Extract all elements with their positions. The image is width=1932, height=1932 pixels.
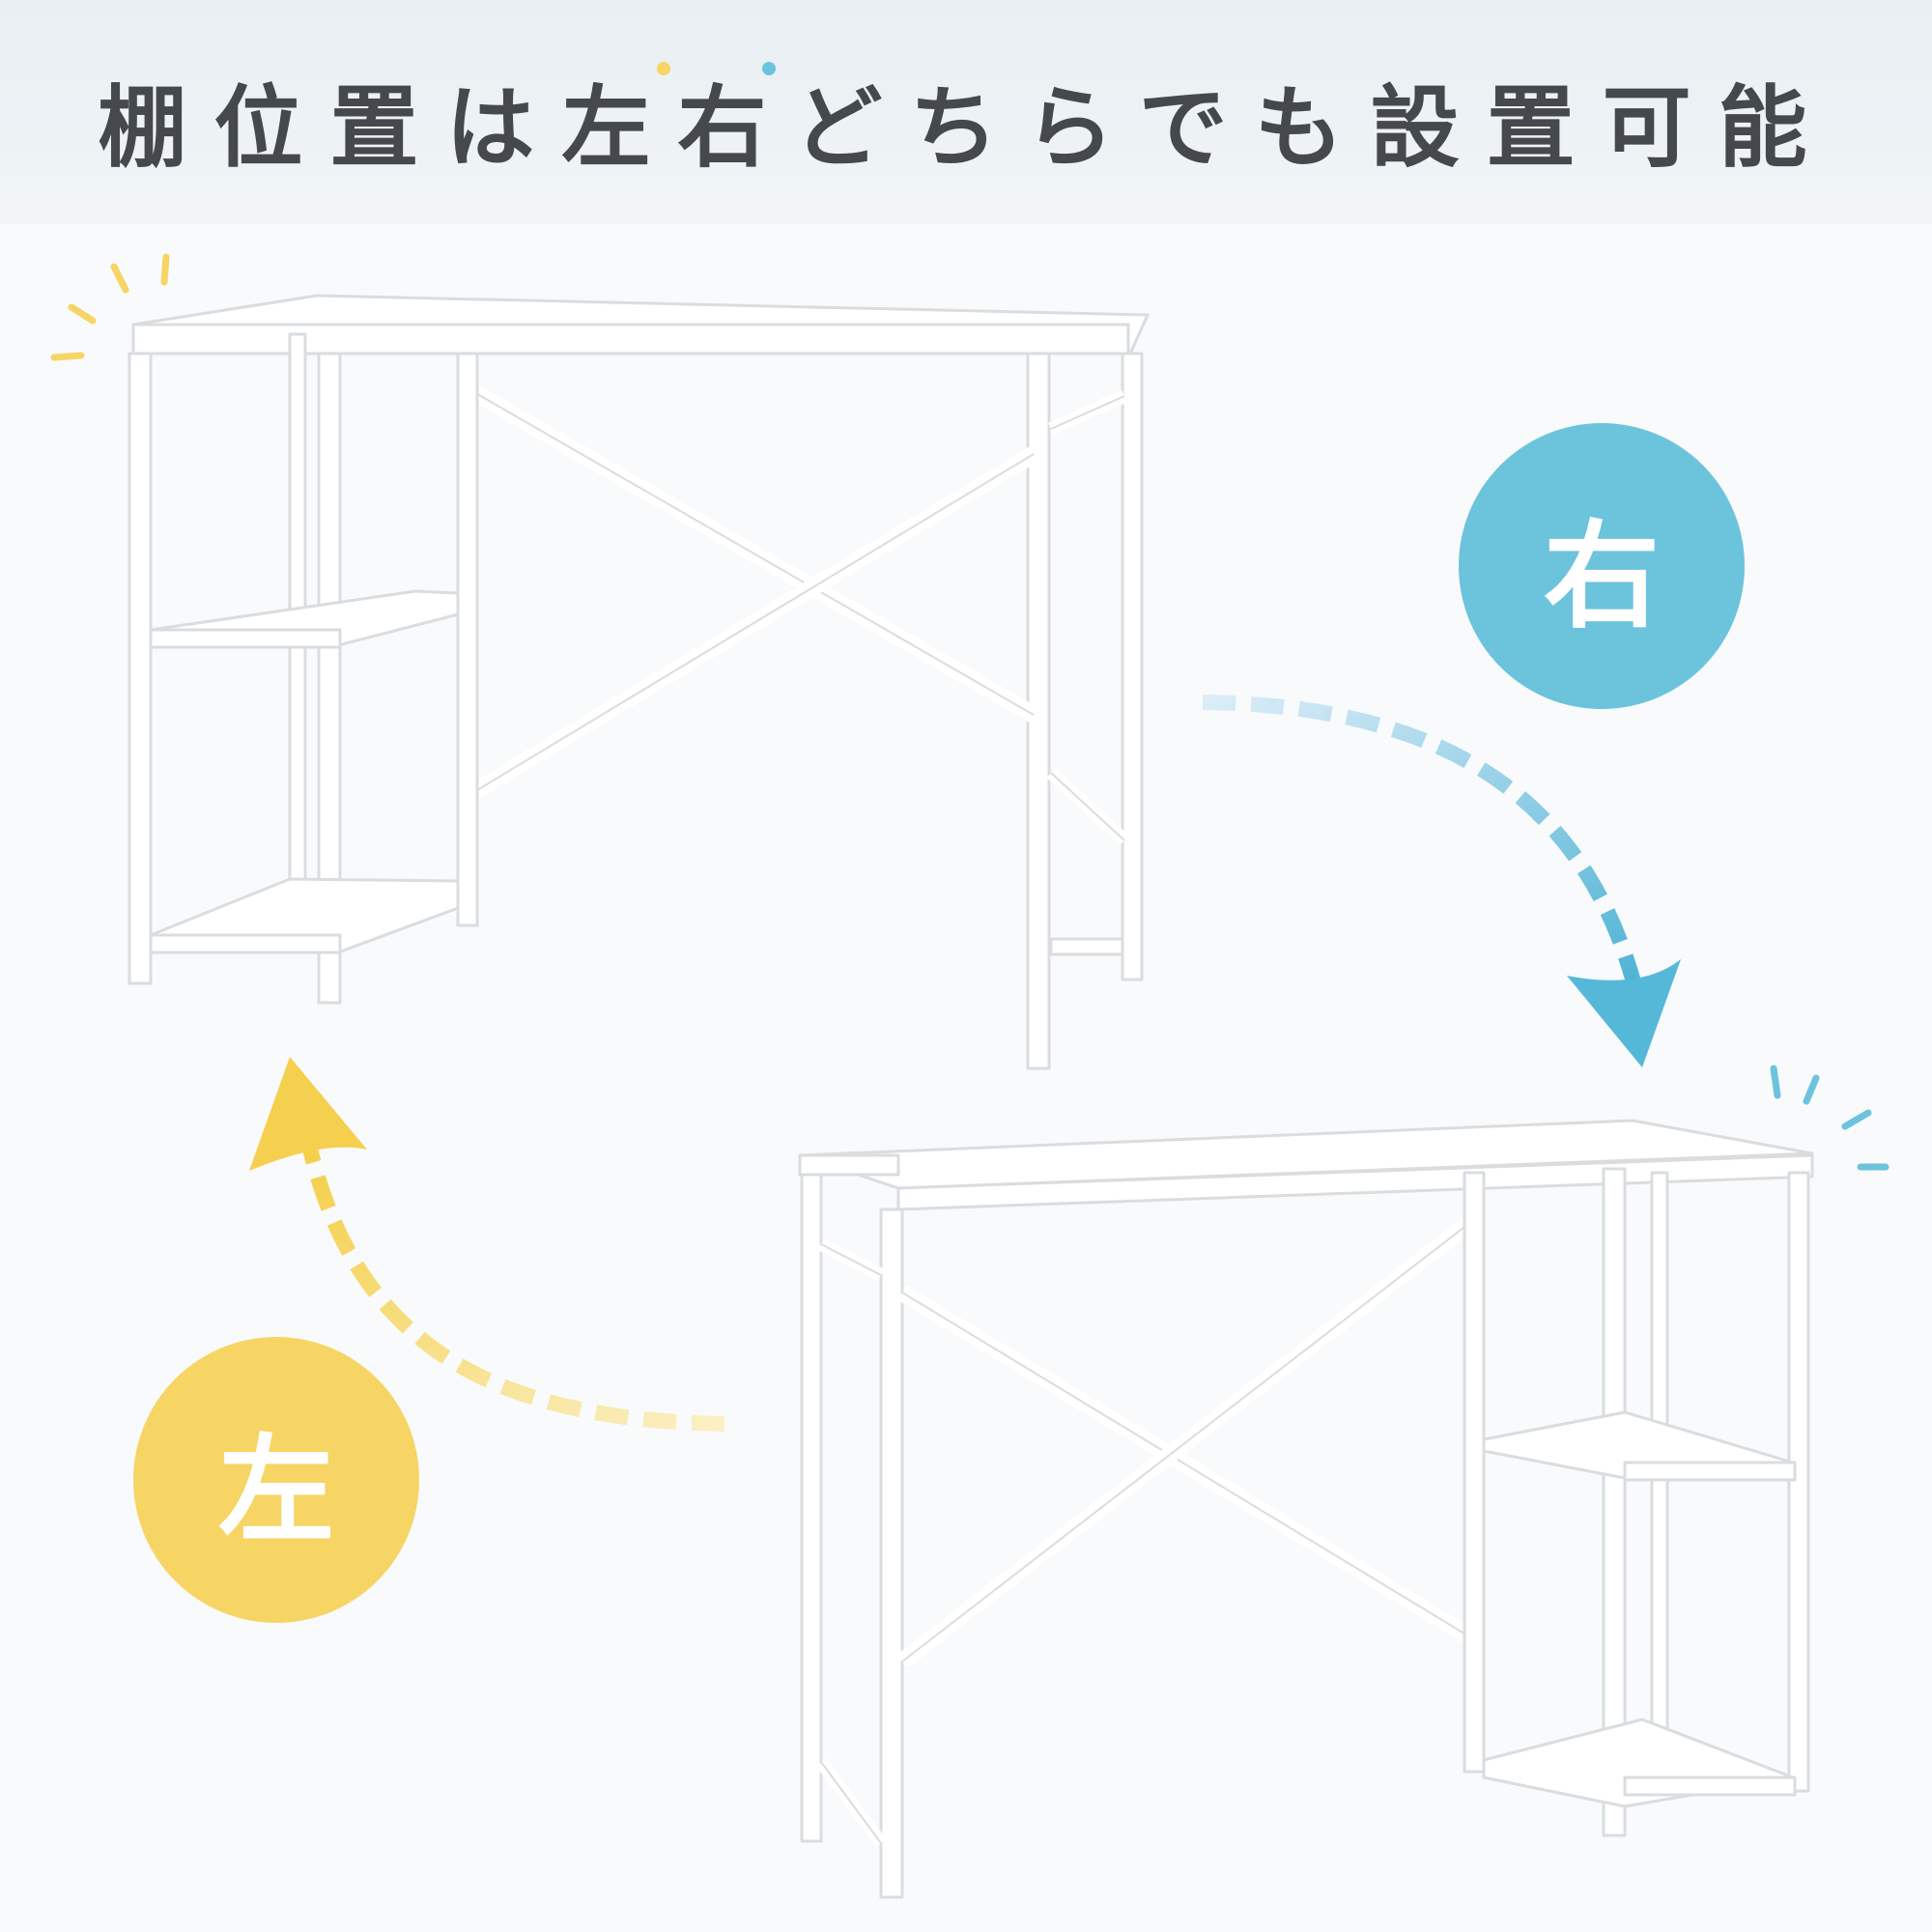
desk-image-bottom <box>798 1119 1814 1899</box>
sparkle-icon-blue <box>1770 1065 1889 1171</box>
right-badge-label: 右 <box>1544 510 1660 644</box>
left-badge: 左 <box>133 1337 419 1623</box>
right-badge: 右 <box>1459 423 1745 709</box>
header-banner: 棚位置は左右どちらでも設置可能 <box>0 0 1932 224</box>
accent-dot-blue <box>762 62 776 75</box>
accent-dot-yellow <box>657 62 670 75</box>
page-title: 棚位置は左右どちらでも設置可能 <box>98 76 1834 180</box>
arrow-icon-right <box>1202 695 1681 1067</box>
desk-image-top <box>128 294 1150 1070</box>
sparkle-icon-yellow <box>50 253 170 361</box>
left-badge-label: 左 <box>218 1424 334 1558</box>
arrow-icon-left <box>249 1057 725 1432</box>
